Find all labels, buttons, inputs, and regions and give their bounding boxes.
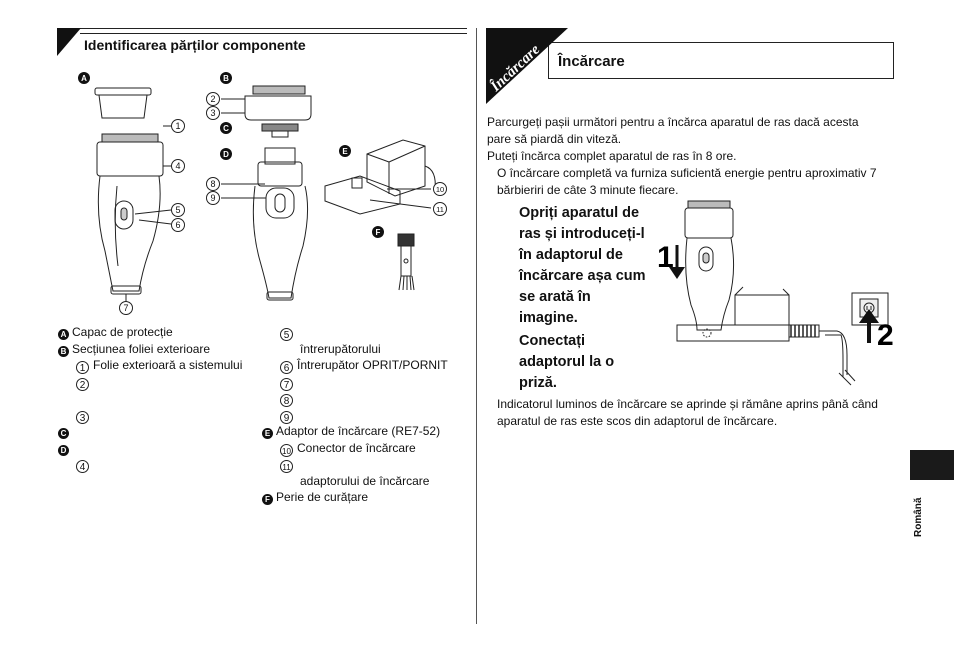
callout-7: 7 (280, 377, 293, 391)
step-2-text: Conectați adaptorul la o priză. (519, 333, 615, 391)
svg-text:E: E (342, 147, 348, 156)
callout-3: 3 (76, 410, 89, 424)
svg-text:7: 7 (123, 303, 128, 313)
section-title: Încărcare (558, 53, 625, 70)
legend-item-3: 3 (58, 407, 268, 424)
legend-item-2: 2 (58, 374, 268, 391)
callout-5: 5 (280, 328, 293, 341)
callout-4: 4 (171, 159, 185, 173)
callout-7: 7 (119, 301, 133, 315)
svg-text:5: 5 (175, 205, 180, 215)
callout-10: 10 (280, 443, 293, 457)
svg-text:D: D (223, 150, 229, 159)
svg-text:2: 2 (210, 94, 215, 104)
callout-2: 2 (206, 92, 220, 106)
legend-item-5: 5 (262, 324, 472, 341)
language-label: Română (913, 497, 924, 537)
section-corner-triangle: Încărcare (486, 28, 568, 104)
svg-text:B: B (223, 74, 229, 83)
charging-figure: 1 2 (657, 200, 894, 386)
legend-item-d: D (58, 440, 268, 457)
callout-1: 1 (76, 361, 89, 374)
badge-e: E (262, 428, 273, 439)
step-1-text: Opriți aparatul de ras și introduceți-l … (519, 205, 646, 326)
svg-text:11: 11 (436, 205, 444, 214)
svg-text:C: C (223, 124, 229, 133)
callout-4: 4 (76, 460, 89, 473)
language-side-tab (910, 450, 954, 480)
section-title: Identificarea părților componente (84, 37, 306, 53)
callout-10: 10 (433, 182, 447, 196)
callout-9: 9 (280, 410, 293, 424)
note-text: Indicatorul luminos de încărcare se apri… (497, 397, 878, 428)
foil-section-drawing (221, 85, 312, 121)
badge-d: D (220, 148, 232, 160)
svg-text:10: 10 (436, 185, 444, 194)
badge-f: F (262, 494, 273, 505)
svg-text:8: 8 (210, 179, 215, 189)
badge-a: A (58, 329, 69, 340)
svg-text:1: 1 (175, 121, 180, 131)
adapter-drawing (676, 286, 856, 386)
parts-figure: A B C D E F (78, 72, 447, 315)
callout-11: 11 (433, 202, 447, 216)
down-arrow-icon (669, 245, 685, 279)
shaver-drawing (684, 200, 735, 331)
badge-b: B (58, 345, 69, 357)
shaver-body-drawing (221, 147, 309, 301)
badge-b: B (220, 72, 232, 84)
inner-blade-drawing (261, 123, 299, 138)
svg-text:F: F (376, 228, 381, 237)
legend-item-5-cont: întrerupătorului (300, 341, 381, 356)
badge-e: E (339, 145, 351, 157)
callout-8: 8 (206, 177, 220, 191)
badge-d: D (58, 444, 69, 456)
callout-6: 6 (280, 361, 293, 374)
legend-item-4: 4 (58, 456, 268, 473)
callout-3: 3 (206, 106, 220, 120)
legend-item-c: C (58, 423, 268, 440)
up-arrow-icon (859, 309, 879, 343)
svg-text:3: 3 (210, 108, 215, 118)
section-corner-triangle (57, 28, 81, 56)
cleaning-brush-drawing (397, 233, 415, 291)
callout-9: 9 (206, 191, 220, 205)
badge-a: A (78, 72, 90, 84)
shaver-front-drawing (96, 125, 172, 302)
step-2-number: 2 (877, 319, 894, 352)
legend-item-11: 11 (262, 456, 472, 473)
svg-text:4: 4 (175, 161, 180, 171)
callout-6: 6 (171, 218, 185, 232)
protective-cap-drawing (94, 87, 152, 119)
legend-item-9: 9 (262, 407, 472, 424)
badge-c: C (58, 428, 69, 439)
callout-5: 5 (171, 203, 185, 217)
svg-text:A: A (81, 74, 87, 83)
callout-11: 11 (280, 460, 293, 473)
legend-item-11-cont: adaptorului de încărcare (300, 473, 430, 488)
callout-2: 2 (76, 377, 89, 391)
legend-item-8: 8 (262, 390, 472, 407)
step-1-number: 1 (657, 241, 674, 274)
badge-f: F (372, 226, 384, 238)
callout-8: 8 (280, 394, 293, 407)
intro-text: Parcurgeți pașii următori pentru a încăr… (487, 115, 877, 197)
badge-c: C (220, 122, 232, 134)
legend-item-7: 7 (262, 374, 472, 391)
callout-1: 1 (171, 119, 185, 133)
svg-text:9: 9 (210, 193, 215, 203)
page-divider (476, 28, 477, 624)
svg-text:6: 6 (175, 220, 180, 230)
